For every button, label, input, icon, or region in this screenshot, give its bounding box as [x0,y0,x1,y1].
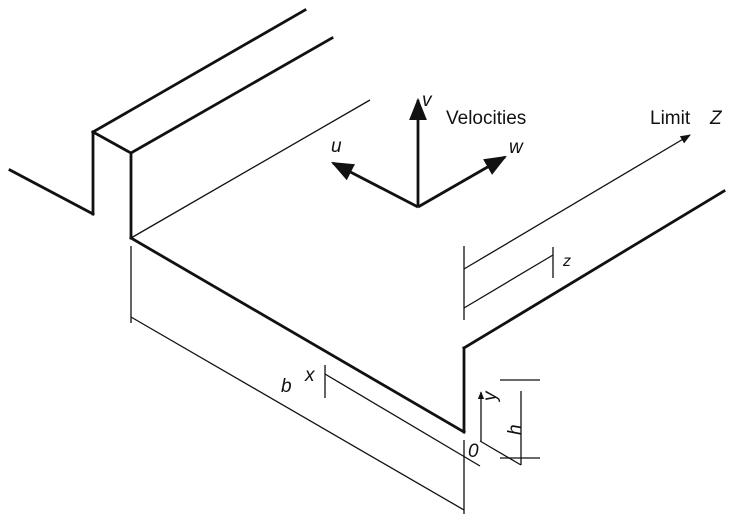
x-dimension-line [324,373,481,467]
v-axis-label: v [422,90,433,111]
z-label: z [562,253,571,270]
y-base-line [479,440,522,466]
left-plate-top-edge [8,168,95,216]
y-label: y [480,390,501,403]
channel-floor-front-edge [129,236,466,434]
b-label: b [281,376,292,397]
limit-z-arrow [463,134,691,270]
channel-floor-back-edge [130,99,371,239]
velocities-label: Velocities [446,108,526,129]
rib-top-back-edge [91,8,307,134]
limit-symbol: Z [709,108,723,129]
w-axis-arrow [417,155,507,209]
rib-top-front-edge [91,130,133,155]
x-label: x [304,365,316,386]
limit-label: Limit [650,108,691,129]
w-axis-label: w [509,137,524,158]
u-axis-arrow [331,161,419,209]
rib-top-inner-edge [129,36,334,155]
u-axis-label: u [331,136,342,157]
right-plate-top-edge [462,189,726,350]
origin-label: 0 [468,441,479,462]
b-dimension-line [130,316,465,511]
z-dimension-line [463,254,554,309]
h-label: h [505,424,526,435]
